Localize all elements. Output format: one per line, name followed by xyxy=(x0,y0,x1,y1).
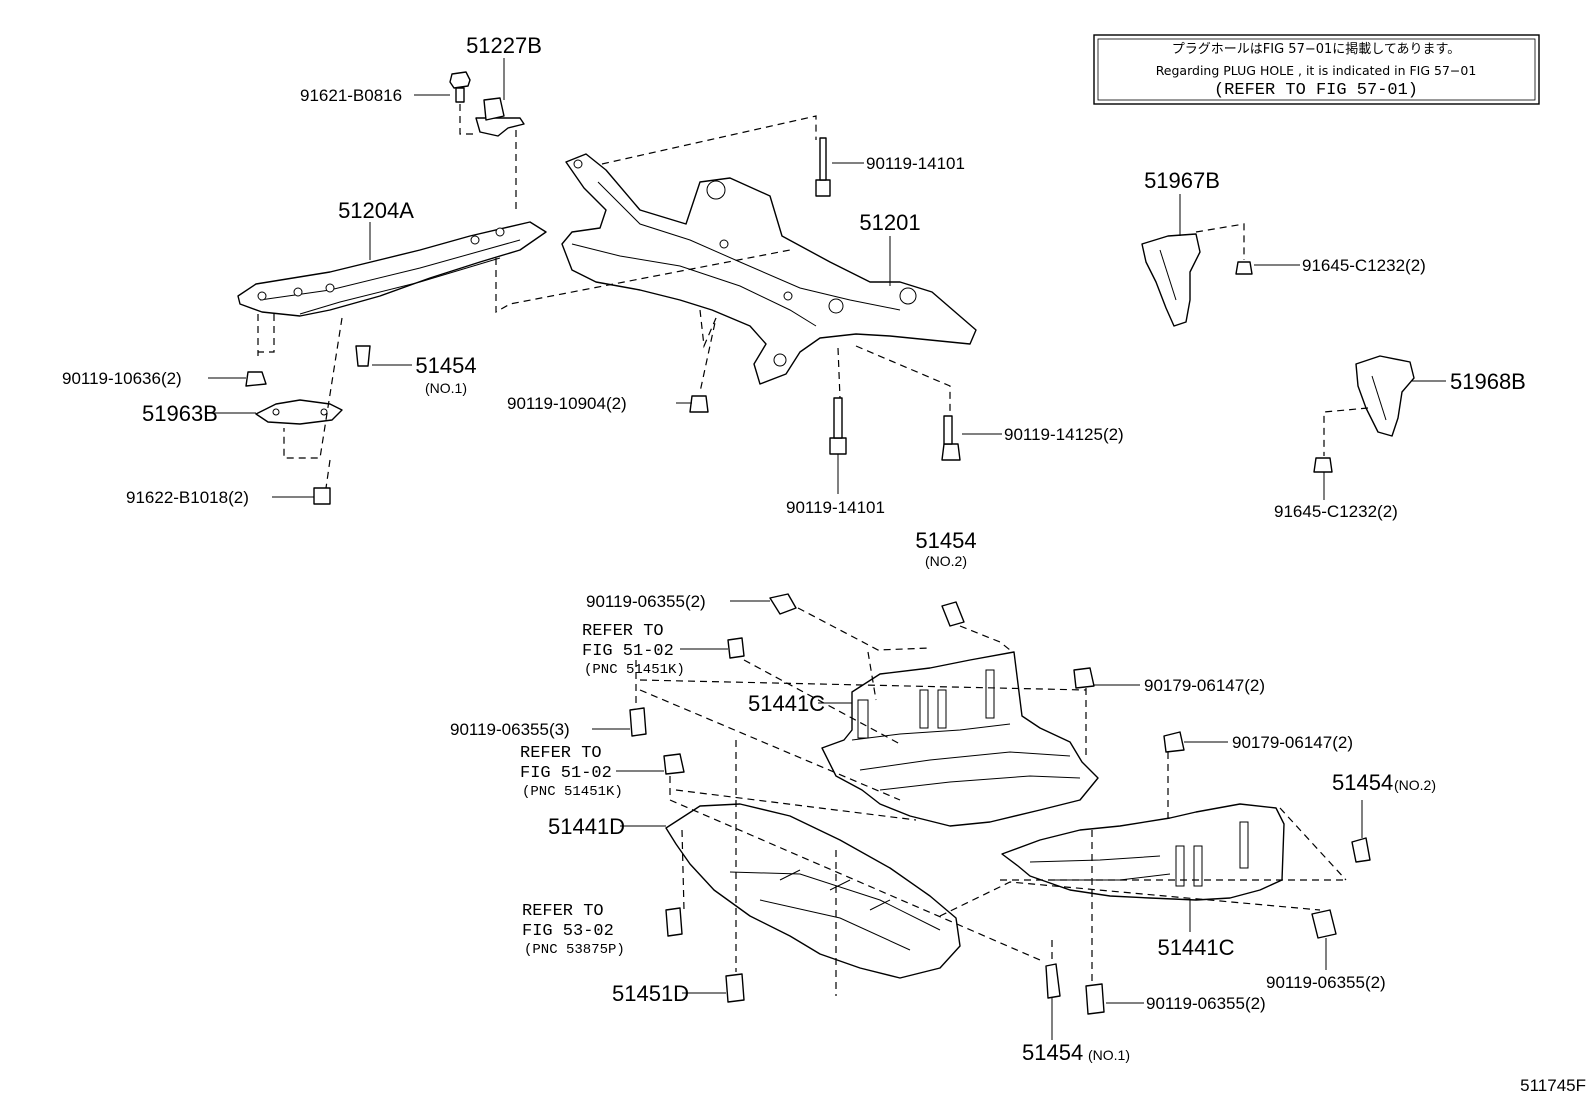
label-90119-06355-a: 90119-06355(2) xyxy=(586,592,706,611)
refer-3-line-3: (PNC 53875P) xyxy=(524,942,625,958)
assembly-dashed-lines xyxy=(257,104,1369,996)
label-91621-b0816: 91621-B0816 xyxy=(300,86,402,105)
plate-51963b-drawing xyxy=(255,399,343,425)
label-90119-14101-top: 90119-14101 xyxy=(866,154,965,173)
bracket-51227b-drawing xyxy=(475,97,525,137)
label-90119-06355-b: 90119-06355(2) xyxy=(1266,973,1386,992)
note-box: プラグホールはFIG 57−01に掲載してあります。 Regarding PLU… xyxy=(1093,34,1540,105)
label-51204a: 51204A xyxy=(338,198,414,223)
crossmember-51201-drawing xyxy=(561,153,977,385)
label-51963b: 51963B xyxy=(142,401,218,426)
label-51454-no1-top: 51454 xyxy=(415,353,476,378)
undercover-51441d-drawing xyxy=(665,803,961,979)
refer-1-line-3: (PNC 51451K) xyxy=(584,662,685,678)
refer-2-line-2: FIG 51-02 xyxy=(520,764,612,783)
refer-1-line-2: FIG 51-02 xyxy=(582,642,674,661)
label-51968b: 51968B xyxy=(1450,369,1526,394)
refer-2-line-3: (PNC 51451K) xyxy=(522,784,623,800)
label-90119-06355-c: 90119-06355(2) xyxy=(1146,994,1266,1013)
label-51454-no1-top-sub: (NO.1) xyxy=(425,380,467,396)
label-90179-06147-b: 90179-06147(2) xyxy=(1232,733,1353,752)
label-90119-14125: 90119-14125(2) xyxy=(1004,425,1124,444)
note-line-3: (REFER TO FIG 57-01) xyxy=(1214,81,1418,100)
undercover-51441c-top-drawing xyxy=(821,651,1099,827)
label-90119-10904: 90119-10904(2) xyxy=(507,394,627,413)
label-51454-no2-mid-sub: (NO.2) xyxy=(925,553,967,569)
label-91645-c1232-a: 91645-C1232(2) xyxy=(1302,256,1426,275)
bolt-91621-b0816-drawing xyxy=(449,71,471,103)
refer-3-line-1: REFER TO xyxy=(522,902,604,921)
refer-3-line-2: FIG 53-02 xyxy=(522,922,614,941)
label-51454-no2-right-sub: (NO.2) xyxy=(1394,777,1436,793)
label-90119-10636: 90119-10636(2) xyxy=(62,369,182,388)
label-51441c-top: 51441C xyxy=(748,691,825,716)
refer-1-line-1: REFER TO xyxy=(582,622,664,641)
fasteners-drawing xyxy=(245,137,1371,1015)
label-90119-06355-3: 90119-06355(3) xyxy=(450,720,570,739)
label-51451d: 51451D xyxy=(612,981,689,1006)
note-line-2: Regarding PLUG HOLE , it is indicated in… xyxy=(1156,63,1477,78)
label-51967b: 51967B xyxy=(1144,168,1220,193)
label-91645-c1232-b: 91645-C1232(2) xyxy=(1274,502,1398,521)
crossmember-51204a-drawing xyxy=(237,221,547,317)
figure-id: 511745F xyxy=(1520,1076,1586,1095)
label-91622-b1018: 91622-B1018(2) xyxy=(126,488,249,507)
label-51201: 51201 xyxy=(859,210,920,235)
label-90119-14101-bottom: 90119-14101 xyxy=(786,498,885,517)
bracket-51968b-drawing xyxy=(1355,355,1415,437)
bracket-51967b-drawing xyxy=(1141,233,1201,327)
label-51454-no1-bottom: 51454 xyxy=(1022,1040,1083,1065)
label-90179-06147-a: 90179-06147(2) xyxy=(1144,676,1265,695)
refer-2-line-1: REFER TO xyxy=(520,744,602,763)
label-51441d: 51441D xyxy=(548,814,625,839)
label-51441c-bottom: 51441C xyxy=(1157,935,1234,960)
label-51454-no1-bottom-sub: (NO.1) xyxy=(1088,1047,1130,1063)
label-51454-no2-right: 51454 xyxy=(1332,770,1393,795)
leader-lines xyxy=(208,58,1446,1040)
label-51227b: 51227B xyxy=(466,33,542,58)
label-51454-no2-mid: 51454 xyxy=(915,528,976,553)
note-line-1: プラグホールはFIG 57−01に掲載してあります。 xyxy=(1172,41,1460,57)
